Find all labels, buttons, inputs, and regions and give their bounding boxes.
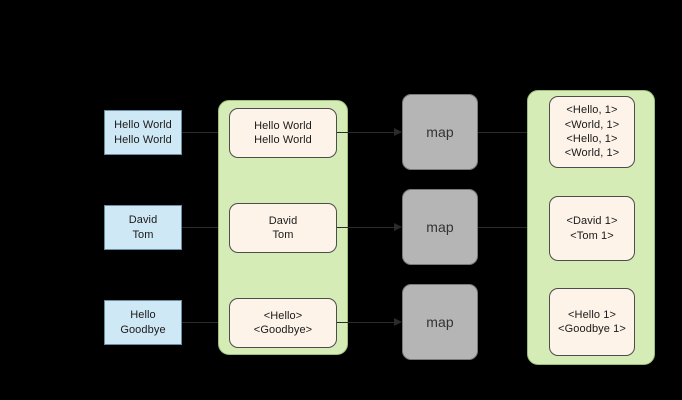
map-box-1-label: map xyxy=(426,123,454,140)
map-box-1: map xyxy=(402,94,478,170)
split-box-2-label: David Tom xyxy=(268,214,298,241)
split-box-3: <Hello> <Goodbye> xyxy=(229,298,337,348)
edge-split3-map3 xyxy=(337,322,396,323)
map-box-2: map xyxy=(402,189,478,265)
edge-split3-map3-arrowhead xyxy=(394,318,402,326)
split-box-3-label: <Hello> <Goodbye> xyxy=(253,309,313,336)
edge-input1-split1 xyxy=(182,132,226,133)
map-box-2-label: map xyxy=(426,218,454,235)
output-box-1-label: <Hello, 1> <World, 1> <Hello, 1> <World,… xyxy=(564,104,620,160)
input-box-2-label: David Tom xyxy=(128,214,158,241)
input-box-1: Hello World Hello World xyxy=(104,110,182,155)
input-box-2: David Tom xyxy=(104,205,182,250)
map-box-3-label: map xyxy=(426,313,454,330)
output-box-3-label: <Hello 1> <Goodbye 1> xyxy=(558,308,626,335)
edge-map1-output1 xyxy=(478,132,544,133)
edge-split1-map1 xyxy=(337,132,396,133)
split-box-1-label: Hello World Hello World xyxy=(254,119,312,146)
edge-split2-map2-arrowhead xyxy=(394,223,402,231)
edge-map2-output2 xyxy=(478,227,544,228)
split-box-1: Hello World Hello World xyxy=(229,108,337,158)
output-box-2: <David 1> <Tom 1> xyxy=(549,196,635,261)
output-box-2-label: <David 1> <Tom 1> xyxy=(566,215,618,242)
output-box-3: <Hello 1> <Goodbye 1> xyxy=(549,288,635,356)
edge-input2-split2 xyxy=(182,227,226,228)
split-box-2: David Tom xyxy=(229,203,337,253)
map-box-3: map xyxy=(402,284,478,360)
input-box-1-label: Hello World Hello World xyxy=(114,119,172,146)
edge-split2-map2 xyxy=(337,227,396,228)
input-box-3: Hello Goodbye xyxy=(104,300,182,345)
output-box-1: <Hello, 1> <World, 1> <Hello, 1> <World,… xyxy=(549,96,635,168)
input-box-3-label: Hello Goodbye xyxy=(120,309,166,336)
edge-input3-split3 xyxy=(182,322,226,323)
edge-split1-map1-arrowhead xyxy=(394,128,402,136)
